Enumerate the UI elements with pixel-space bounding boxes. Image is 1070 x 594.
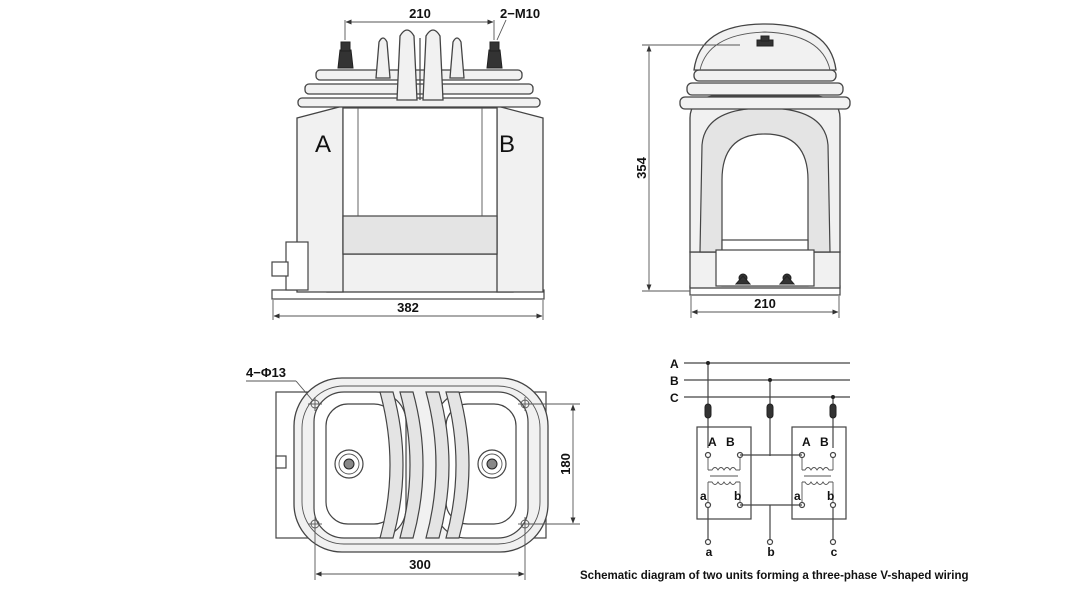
right-unit-secondary-b: b [827, 489, 834, 503]
output-label-c: c [831, 545, 838, 559]
left-unit-primary-b: B [726, 435, 735, 449]
dim-hole-spacing-y: 180 [558, 453, 573, 475]
mount-hole-label: 4−Φ13 [246, 365, 286, 380]
front-primary-label-a: A [315, 131, 331, 158]
output-label-a: a [706, 545, 713, 559]
right-unit-primary-b: B [820, 435, 829, 449]
phase-label-b: B [670, 374, 679, 388]
phase-label-a: A [670, 357, 679, 371]
dim-overall-length: 382 [397, 300, 419, 315]
terminal-thread-label: 2−M10 [500, 6, 540, 21]
dim-height: 354 [634, 156, 649, 178]
top-view: 4−Φ13 180 300 [246, 365, 580, 580]
output-label-b: b [767, 545, 774, 559]
phase-label-c: C [670, 391, 679, 405]
dim-base-width: 210 [754, 296, 776, 311]
right-unit-secondary-a: a [794, 489, 801, 503]
dim-top-width: 210 [409, 6, 431, 21]
side-view: 354 210 [634, 23, 851, 318]
dim-hole-spacing-x: 300 [409, 557, 431, 572]
left-unit-secondary-a: a [700, 489, 707, 503]
right-unit-primary-a: A [802, 435, 811, 449]
left-unit-primary-a: A [708, 435, 717, 449]
front-view: A B 210 2−M10 382 [271, 6, 545, 320]
wiring-schematic: A B C A B a b A B [580, 357, 969, 582]
schematic-caption: Schematic diagram of two units forming a… [580, 570, 969, 582]
front-primary-label-b: B [499, 131, 515, 158]
left-unit-secondary-b: b [734, 489, 741, 503]
